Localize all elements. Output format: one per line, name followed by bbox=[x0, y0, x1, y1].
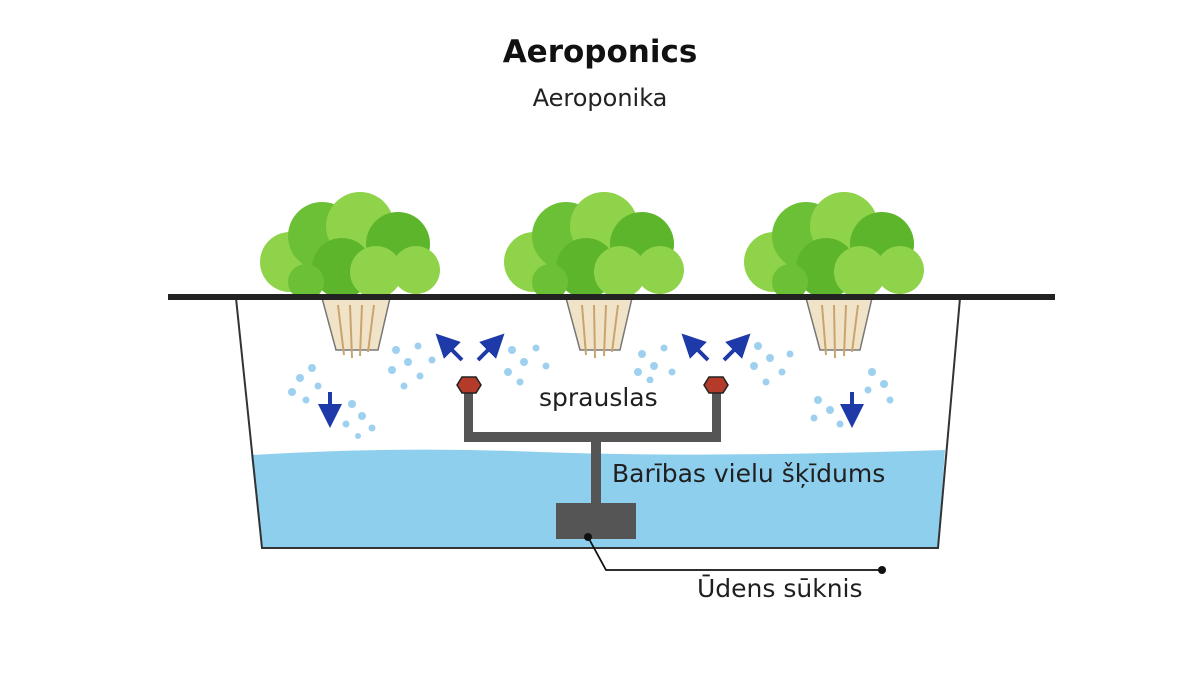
label-nutrient-solution: Barības vielu šķīdums bbox=[612, 459, 886, 488]
root-pot-3 bbox=[805, 297, 873, 359]
tank bbox=[235, 297, 961, 549]
lettuce-icon bbox=[744, 192, 924, 300]
page-subtitle: Aeroponika bbox=[532, 84, 668, 112]
label-water-pump: Ūdens sūknis bbox=[697, 574, 863, 603]
spray-arrow-icon bbox=[318, 333, 864, 428]
lettuce-icon bbox=[260, 192, 440, 300]
page-title: Aeroponics bbox=[502, 34, 698, 70]
pump-icon bbox=[556, 503, 636, 539]
nozzle-icon bbox=[703, 376, 729, 394]
pump-leader-line bbox=[584, 533, 886, 574]
root-pot-1 bbox=[321, 297, 391, 359]
nozzle-icon bbox=[456, 376, 482, 394]
root-pot-2 bbox=[565, 297, 633, 359]
pipe-system bbox=[464, 390, 721, 508]
mist-spray bbox=[288, 342, 894, 439]
lettuce-icon bbox=[504, 192, 684, 300]
label-nozzles: sprauslas bbox=[535, 383, 662, 412]
